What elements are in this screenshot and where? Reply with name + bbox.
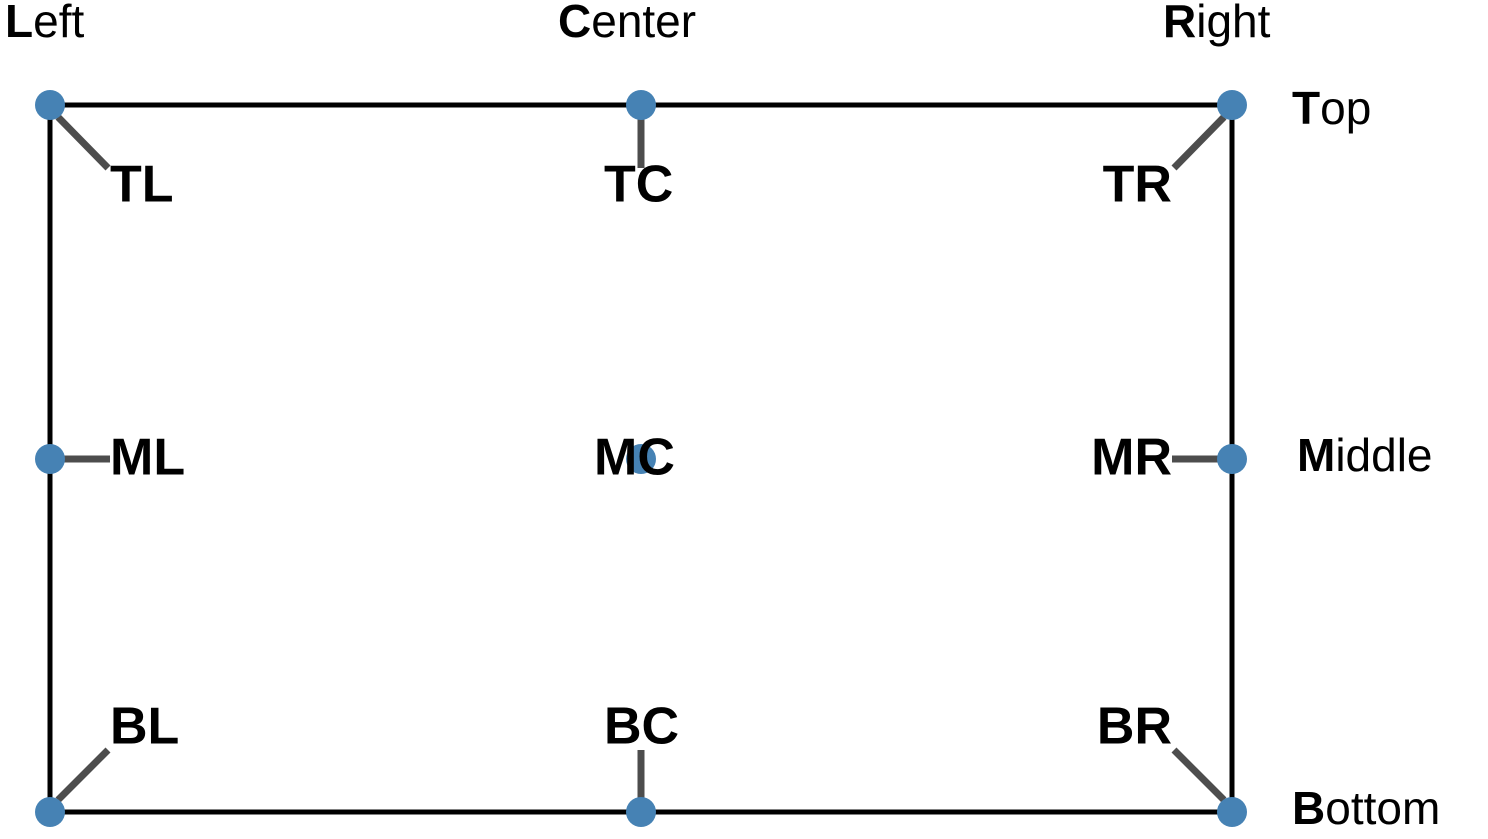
node-dot-bl[interactable] [35, 797, 65, 827]
node-dot-mr[interactable] [1217, 444, 1247, 474]
node-dot-tr[interactable] [1217, 90, 1247, 120]
row-header-top-initial: T [1292, 82, 1320, 134]
leader-line-bl [55, 747, 111, 803]
row-header-top-rest: op [1320, 82, 1371, 134]
node-label-br: BR [1097, 698, 1172, 756]
column-header-right-initial: R [1163, 0, 1196, 47]
node-dot-mc[interactable] [626, 444, 656, 474]
row-header-bottom: Bottom [1292, 782, 1440, 834]
node-label-bc: BC [604, 698, 679, 756]
column-header-right-rest: ight [1196, 0, 1270, 47]
column-header-center-rest: enter [591, 0, 696, 47]
node-label-mr: MR [1091, 429, 1172, 487]
column-header-left-rest: eft [33, 0, 84, 47]
node-label-ml: ML [110, 429, 185, 487]
node-dot-ml[interactable] [35, 444, 65, 474]
node-dots [35, 90, 1247, 827]
node-label-tc: TC [604, 156, 673, 214]
node-dot-br[interactable] [1217, 797, 1247, 827]
column-header-left-initial: L [5, 0, 33, 47]
node-labels: TL TC TR ML MC MR BL BC BR [110, 156, 1172, 756]
leader-line-tr [1171, 114, 1227, 171]
row-header-top: Top [1292, 82, 1371, 134]
node-dot-tc[interactable] [626, 90, 656, 120]
column-header-center: Center [558, 0, 696, 47]
node-label-tl: TL [110, 156, 174, 214]
row-header-middle-initial: M [1297, 429, 1335, 481]
leader-line-tl [55, 114, 111, 171]
leader-line-br [1171, 747, 1227, 803]
node-label-bl: BL [110, 698, 179, 756]
row-header-middle-rest: iddle [1335, 429, 1432, 481]
column-header-center-initial: C [558, 0, 591, 47]
node-label-tr: TR [1103, 156, 1172, 214]
column-header-right: Right [1163, 0, 1271, 47]
node-dot-bc[interactable] [626, 797, 656, 827]
row-header-bottom-rest: ottom [1325, 782, 1440, 834]
row-header-bottom-initial: B [1292, 782, 1325, 834]
column-header-left: Left [5, 0, 84, 47]
node-dot-tl[interactable] [35, 90, 65, 120]
row-header-middle: Middle [1297, 429, 1433, 481]
column-headers: Left Center Right [5, 0, 1271, 47]
node-label-mc: MC [594, 429, 675, 487]
leader-lines [55, 114, 1227, 803]
